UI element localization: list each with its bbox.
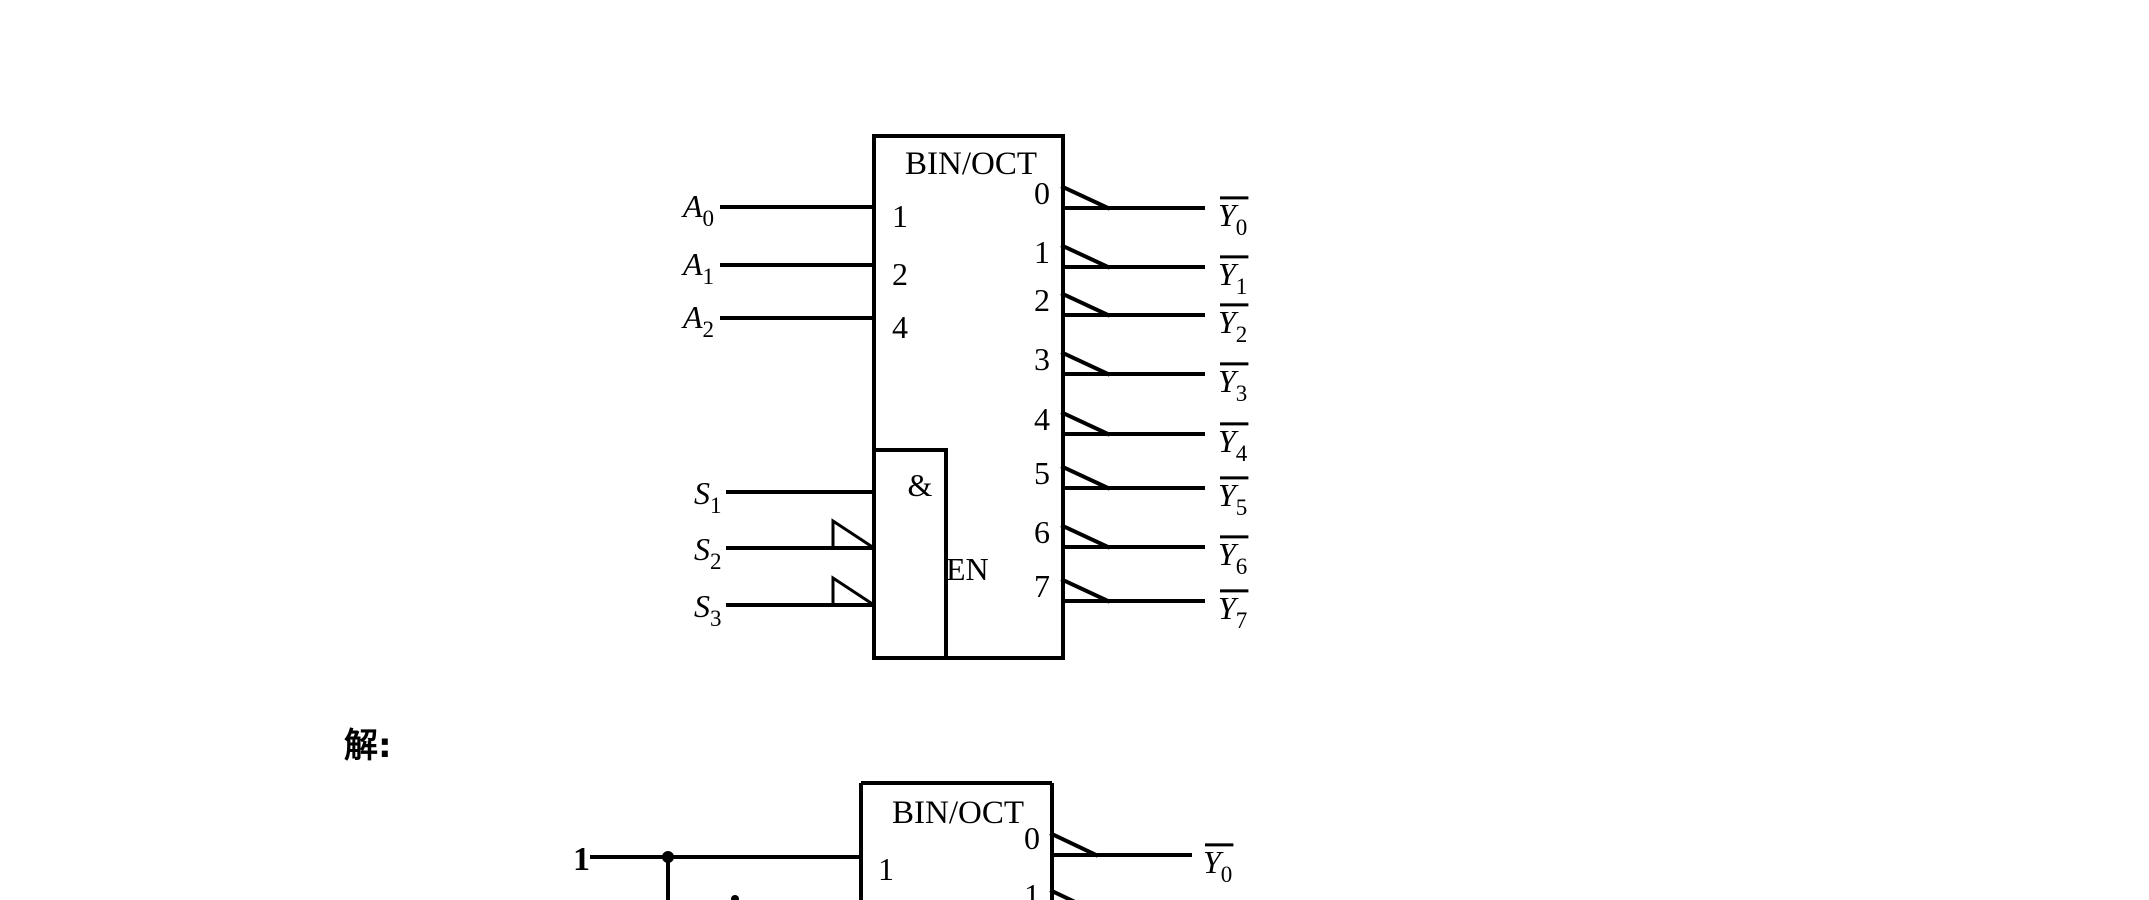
output-1: 1Y1	[1034, 234, 1249, 299]
negation-indicator-icon	[1060, 243, 1111, 270]
negation-indicator-icon	[1060, 464, 1111, 491]
input-label: A0	[681, 188, 714, 231]
negation-indicator-icon	[831, 518, 875, 550]
output-6: 6Y6	[1034, 514, 1249, 579]
output-pin-number: 1	[1034, 234, 1050, 270]
output-pin-number: 6	[1034, 514, 1050, 550]
output-pin-number: 1	[1024, 877, 1040, 900]
output-label: Y6	[1218, 536, 1247, 579]
address-input-2: A2 4	[681, 299, 908, 345]
solution-input-pin: 1	[878, 851, 894, 887]
solution-output-0: 0Y0	[1024, 820, 1234, 887]
output-pin-number: 2	[1034, 282, 1050, 318]
address-input-1: A1 2	[681, 246, 908, 292]
junction-dot-2	[731, 895, 739, 900]
negation-indicator-icon	[1060, 291, 1111, 318]
negation-indicator-icon	[1060, 523, 1111, 550]
enable-label: EN	[946, 551, 989, 587]
output-label: Y1	[1218, 256, 1247, 299]
output-4: 4Y4	[1034, 401, 1249, 466]
output-pin-number: 7	[1034, 568, 1050, 604]
output-pin-number: 3	[1034, 341, 1050, 377]
output-pin-number: 0	[1034, 175, 1050, 211]
solution-output-1: 1Y1	[1024, 877, 1076, 900]
negation-indicator-icon	[1060, 577, 1111, 604]
input-pin-weight: 1	[892, 198, 908, 234]
output-3: 3Y3	[1034, 341, 1249, 406]
and-symbol: &	[908, 467, 933, 503]
output-7: 7Y7	[1034, 568, 1249, 633]
enable-and-box	[874, 448, 948, 658]
enable-label: S2	[694, 531, 722, 574]
solution-decoder-title: BIN/OCT	[892, 795, 1024, 831]
solution-label: 解:	[344, 726, 392, 766]
output-label: Y7	[1218, 590, 1247, 633]
negation-indicator-icon	[1060, 184, 1111, 211]
input-pin-weight: 4	[892, 309, 908, 345]
negation-indicator-icon	[1049, 888, 1076, 900]
enable-input-3: S3	[694, 575, 876, 631]
address-input-0: A0 1	[681, 188, 908, 234]
output-5: 5Y5	[1034, 455, 1249, 520]
input-pin-weight: 2	[892, 256, 908, 292]
input-label: A2	[681, 299, 714, 342]
output-label: Y4	[1218, 423, 1248, 466]
output-label: Y3	[1218, 363, 1247, 406]
address-inputs: A0 1A1 2A2 4	[681, 188, 908, 345]
output-pin-number: 4	[1034, 401, 1050, 437]
output-label: Y0	[1203, 844, 1232, 887]
negation-indicator-icon	[831, 575, 875, 607]
output-label: Y5	[1218, 477, 1247, 520]
enable-label: S1	[694, 475, 722, 518]
constant-one-label: 1	[573, 841, 590, 878]
negation-indicator-icon	[1049, 831, 1099, 858]
output-pin-number: 0	[1024, 820, 1040, 856]
negation-indicator-icon	[1060, 410, 1111, 437]
decoder-box	[872, 134, 1065, 660]
output-label: Y2	[1218, 304, 1247, 347]
enable-label: S3	[694, 588, 722, 631]
output-2: 2Y2	[1034, 282, 1249, 347]
output-label: Y0	[1218, 197, 1247, 240]
output-0: 0Y0	[1034, 175, 1249, 240]
output-pin-number: 5	[1034, 455, 1050, 491]
input-label: A1	[681, 246, 714, 289]
enable-input-2: S2	[694, 518, 876, 574]
negation-indicator-icon	[1060, 350, 1111, 377]
enable-input-1: S1	[694, 475, 876, 518]
decoder-title: BIN/OCT	[905, 146, 1037, 182]
